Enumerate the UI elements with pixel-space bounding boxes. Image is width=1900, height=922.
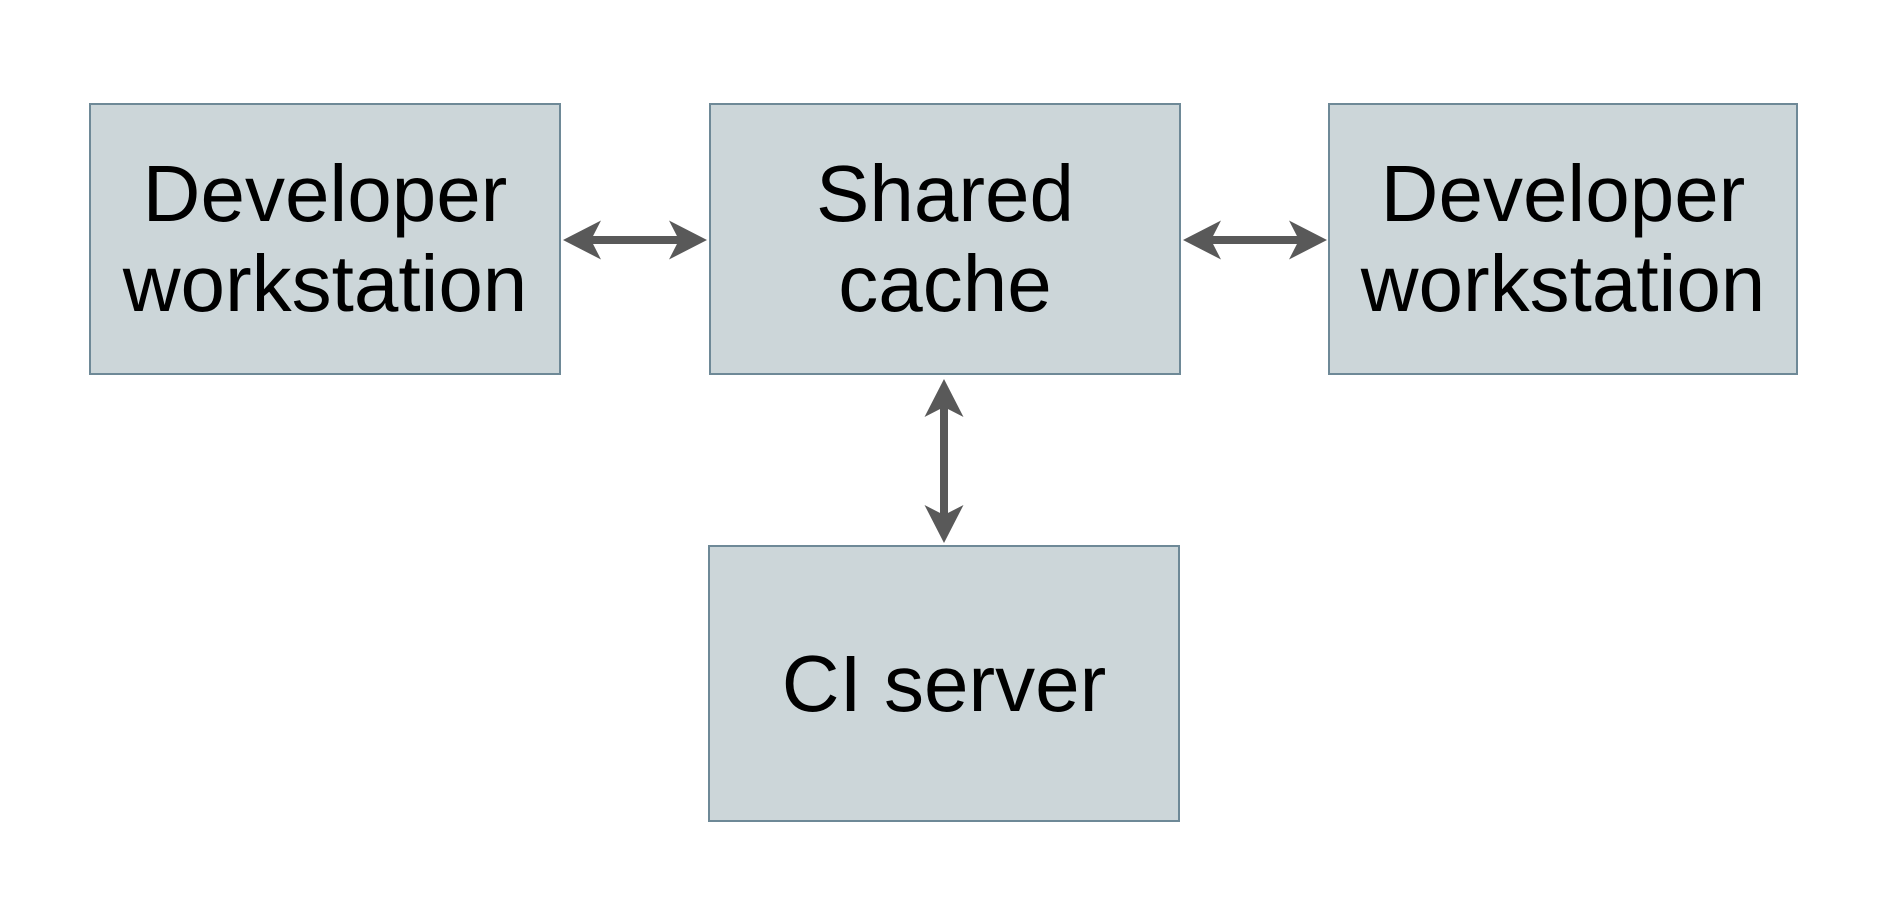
- node-label-line: Developer: [142, 149, 508, 239]
- double-arrow-icon-cache-to-ci-server: [924, 379, 964, 543]
- node-label-line: workstation: [122, 239, 528, 328]
- node-developer-workstation-right: Developer workstation: [1328, 103, 1798, 375]
- double-arrow-icon-cache-to-right-workstation: [1183, 220, 1327, 260]
- node-developer-workstation-left: Developer workstation: [89, 103, 561, 375]
- node-label-line: cache: [838, 239, 1052, 328]
- node-ci-server: CI server: [708, 545, 1180, 822]
- node-label-line: CI server: [781, 638, 1107, 728]
- node-label-line: Shared: [816, 149, 1074, 239]
- double-arrow-icon-left-workstation-to-cache: [563, 220, 707, 260]
- node-shared-cache: Shared cache: [709, 103, 1181, 375]
- node-label-line: workstation: [1360, 239, 1766, 328]
- node-label-line: Developer: [1380, 149, 1746, 239]
